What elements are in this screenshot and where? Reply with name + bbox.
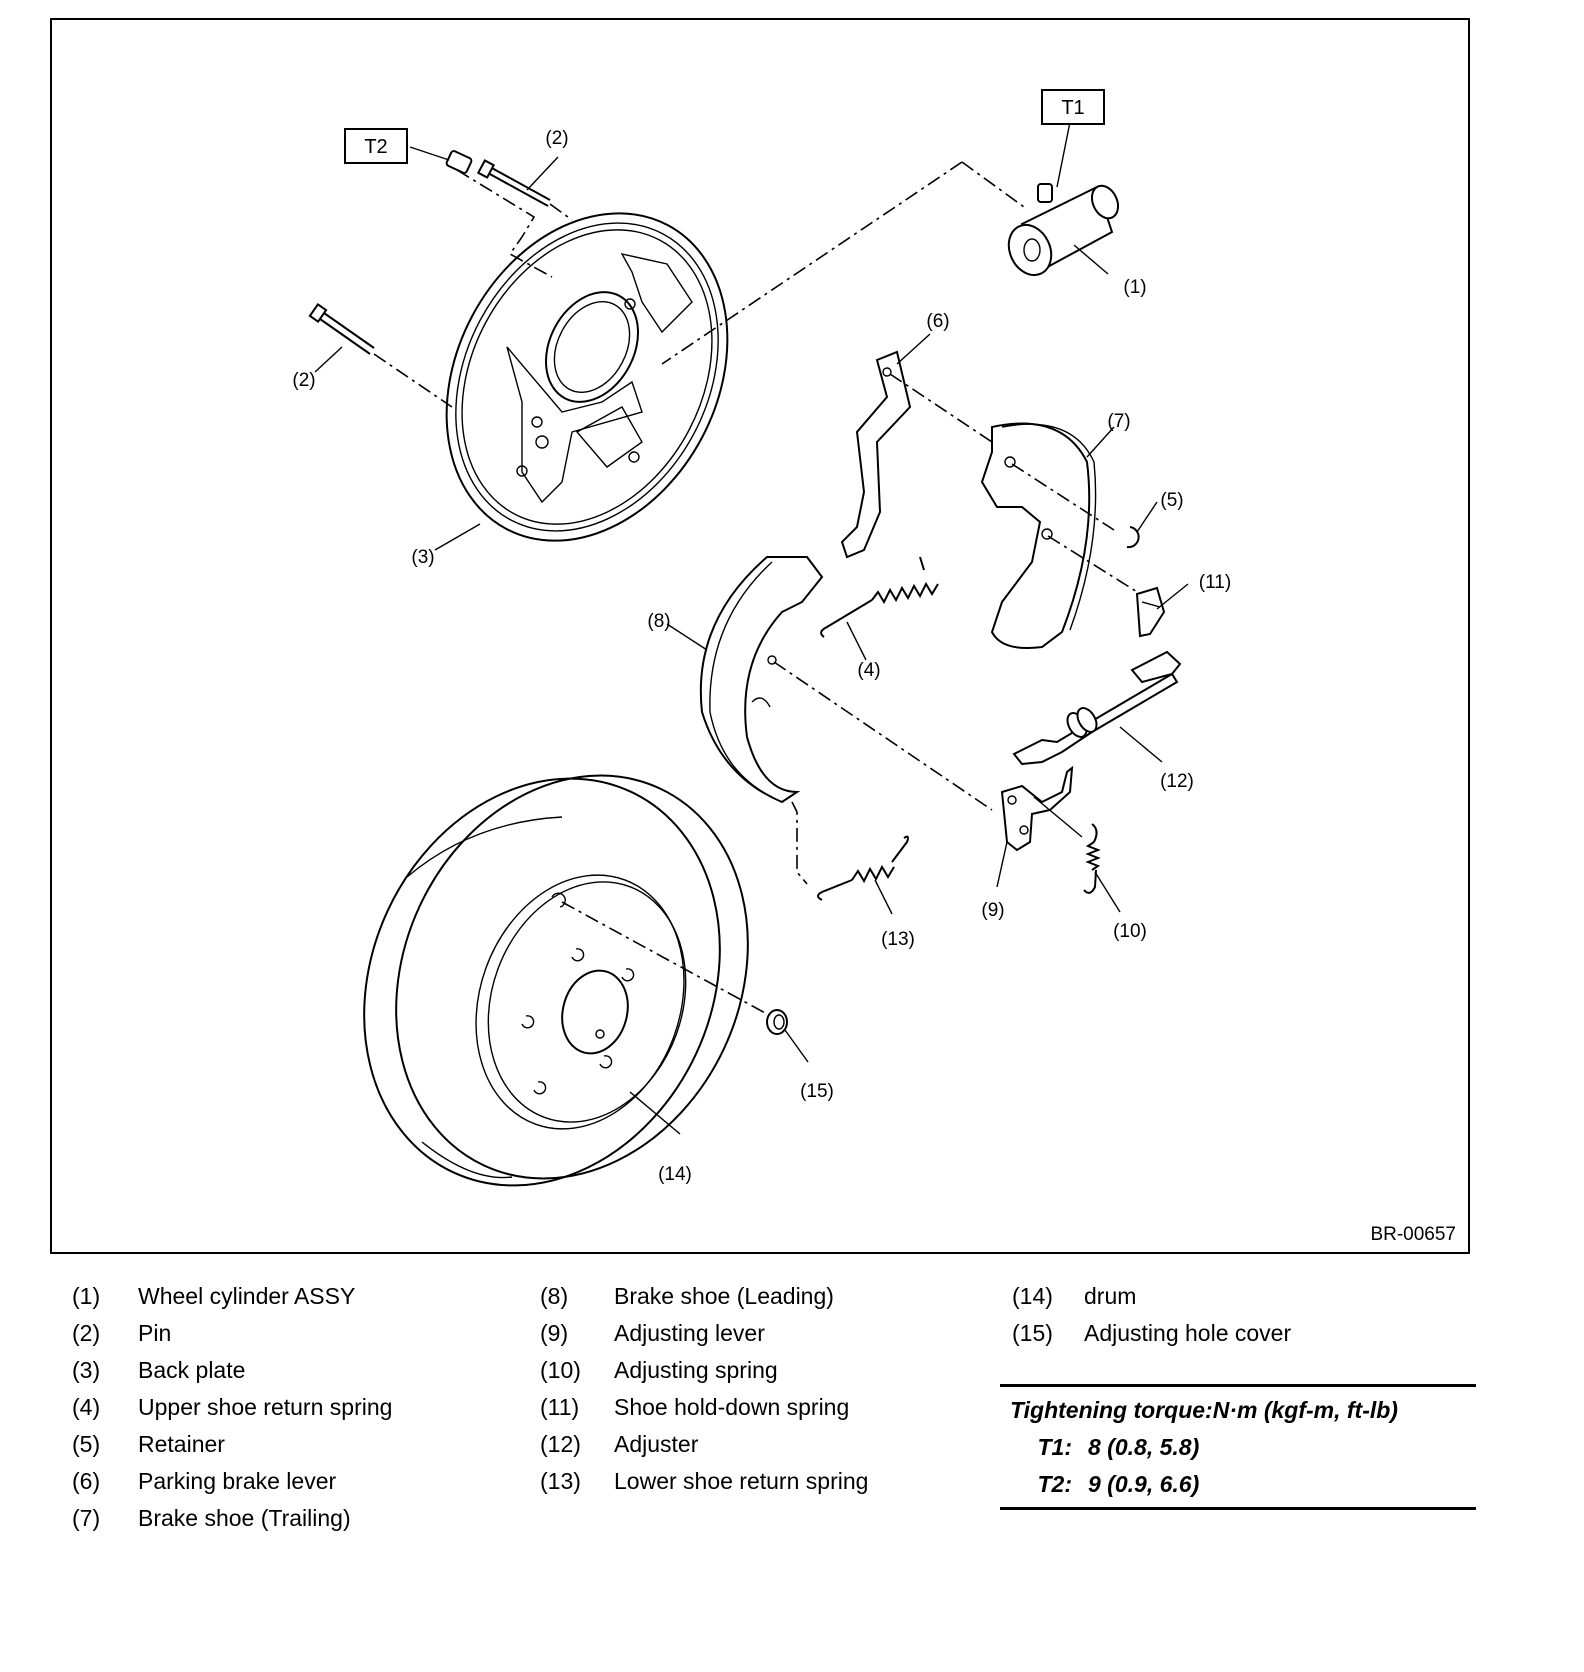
- t1-tag: T1: [1041, 89, 1105, 125]
- callout-labels: (1) (2) (2) (3) (4) (5) (6) (7) (8) (9) …: [292, 128, 1231, 1185]
- pin-drawing-left: [308, 303, 453, 408]
- torque-row-t1: T1: 8 (0.8, 5.8): [1037, 1434, 1200, 1460]
- legend-item: (14)drum: [1012, 1283, 1137, 1309]
- callout-11: (11): [1199, 572, 1231, 593]
- callout-2-upper: (2): [545, 128, 568, 149]
- legend-column-1: (1)Wheel cylinder ASSY (2)Pin (3)Back pl…: [72, 1278, 392, 1537]
- t2-tag: T2: [344, 128, 408, 164]
- legend-item: (3)Back plate: [72, 1357, 246, 1383]
- leader-lines: [314, 121, 1189, 1135]
- brake-shoe-trailing-drawing: [980, 422, 1151, 649]
- callout-12: (12): [1160, 771, 1194, 792]
- torque-table: Tightening torque:N·m (kgf-m, ft-lb) T1:…: [1000, 1384, 1476, 1510]
- legend-item: (1)Wheel cylinder ASSY: [72, 1283, 356, 1309]
- drum-drawing: [363, 774, 768, 1187]
- upper-return-spring-drawing: [820, 556, 939, 638]
- parking-brake-lever-drawing: [840, 350, 993, 559]
- callout-6: (6): [926, 311, 949, 332]
- adjusting-lever-drawing: [1000, 765, 1083, 852]
- legend-item: (15)Adjusting hole cover: [1012, 1320, 1292, 1346]
- legend-item: (7)Brake shoe (Trailing): [72, 1505, 351, 1531]
- back-plate-drawing: [445, 212, 729, 542]
- svg-text:T2: T2: [364, 136, 387, 158]
- legend-item: (8)Brake shoe (Leading): [540, 1283, 834, 1309]
- callout-9: (9): [981, 900, 1004, 921]
- callout-2-left: (2): [292, 370, 315, 391]
- exploded-brake-diagram: T2 T1 (1) (2) (2) (3) (4) (5) (6) (7) (8…: [292, 89, 1231, 1187]
- legend-item: (12)Adjuster: [540, 1431, 699, 1457]
- hold-down-spring-drawing: [1135, 586, 1166, 638]
- lower-return-spring-drawing: [817, 835, 909, 901]
- callout-10: (10): [1113, 921, 1147, 942]
- brake-shoe-leading-drawing: [699, 556, 993, 885]
- callout-7: (7): [1107, 411, 1130, 432]
- torque-table-title: Tightening torque:N·m (kgf-m, ft-lb): [1010, 1397, 1398, 1423]
- svg-text:T1: T1: [1061, 97, 1084, 119]
- adjusting-hole-cover-drawing: [766, 1009, 788, 1035]
- legend-item: (11)Shoe hold-down spring: [540, 1394, 850, 1420]
- figure-code: BR-00657: [1370, 1224, 1456, 1245]
- callout-5: (5): [1160, 490, 1183, 511]
- callout-1: (1): [1123, 277, 1146, 298]
- callout-4: (4): [857, 660, 880, 681]
- legend-item: (13)Lower shoe return spring: [540, 1468, 869, 1494]
- callout-3: (3): [411, 547, 434, 568]
- pin-drawing-upper: [456, 159, 573, 278]
- callout-14: (14): [658, 1164, 692, 1185]
- callout-8: (8): [647, 611, 670, 632]
- callout-13: (13): [881, 929, 915, 950]
- legend-column-2: (8)Brake shoe (Leading) (9)Adjusting lev…: [540, 1278, 868, 1500]
- legend-item: (2)Pin: [72, 1320, 172, 1346]
- callout-15: (15): [800, 1081, 834, 1102]
- legend-item: (4)Upper shoe return spring: [72, 1394, 393, 1420]
- torque-row-t2: T2: 9 (0.9, 6.6): [1037, 1471, 1200, 1497]
- legend-item: (5)Retainer: [72, 1431, 225, 1457]
- t2-bolt-drawing: [445, 150, 473, 174]
- legend-item: (10)Adjusting spring: [540, 1357, 778, 1383]
- figure-frame: T2 T1 (1) (2) (2) (3) (4) (5) (6) (7) (8…: [50, 18, 1470, 1254]
- legend-item: (9)Adjusting lever: [540, 1320, 765, 1346]
- legend-column-3: (14)drum (15)Adjusting hole cover: [1012, 1278, 1291, 1352]
- adjusting-spring-drawing: [1083, 823, 1101, 894]
- legend-item: (6)Parking brake lever: [72, 1468, 337, 1494]
- wheel-cylinder-drawing: [661, 161, 1120, 365]
- adjuster-drawing: [1012, 650, 1182, 766]
- retainer-drawing: [1126, 526, 1140, 549]
